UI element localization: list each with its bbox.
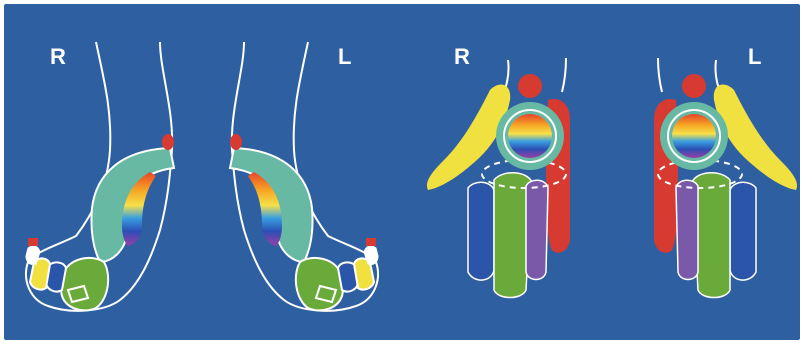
left-foot-heel-red	[230, 134, 242, 150]
left-foot-big-toe	[296, 258, 343, 310]
left-foot	[230, 42, 378, 311]
left-hand-arm-outline-right	[658, 58, 662, 92]
hands-right-label: R	[454, 44, 470, 70]
left-hand	[654, 58, 797, 298]
right-hand-arm-outline-right	[562, 58, 566, 92]
left-hand-red-dot	[682, 74, 706, 98]
right-foot-big-toe	[61, 258, 108, 310]
right-hand-red-dot	[518, 74, 542, 98]
left-hand-rainbow-center	[672, 114, 716, 158]
left-foot-toe-red	[366, 238, 376, 246]
right-foot-toe-red	[28, 238, 38, 246]
feet-left-label: L	[338, 44, 351, 70]
left-hand-finger-blue	[730, 182, 756, 280]
right-hand-finger-purple	[526, 180, 548, 279]
feet-right-label: R	[50, 44, 66, 70]
left-hand-finger-purple	[676, 180, 698, 279]
right-hand	[427, 58, 570, 298]
hands-left-label: L	[748, 44, 761, 70]
right-foot-heel-red	[162, 134, 174, 150]
right-hand-finger-blue	[468, 182, 494, 280]
right-foot	[26, 42, 174, 311]
right-hand-rainbow-center	[508, 114, 552, 158]
